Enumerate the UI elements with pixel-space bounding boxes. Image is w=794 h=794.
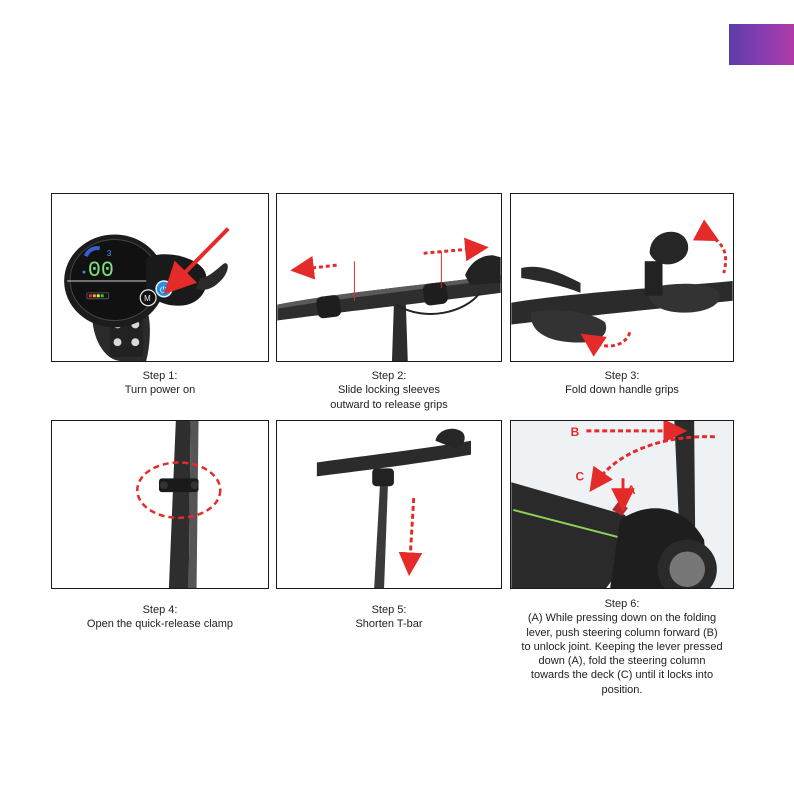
label-c: C: [576, 469, 585, 483]
step-title: Step 6:: [604, 598, 640, 610]
slide-arrow-right: [423, 237, 489, 262]
slide-arrow-left: [290, 255, 337, 280]
step-2-image: [276, 193, 502, 362]
deck-light-strip: [513, 508, 621, 539]
step-6-image: B C A: [510, 420, 734, 589]
step-title: Step 1:: [142, 370, 178, 382]
svg-text:⏻: ⏻: [160, 285, 167, 296]
section-color-tab: [729, 24, 794, 65]
step-instruction: to unlock joint. Keeping the lever press…: [521, 640, 723, 653]
step-title: Step 3:: [604, 370, 640, 382]
step-instruction: down (A), fold the steering column: [538, 655, 706, 668]
step-4-caption: Step 4: Open the quick-release clamp: [51, 603, 269, 632]
throttle-lever: [195, 263, 228, 290]
quick-release-clamp: [159, 478, 199, 493]
t-bar: [316, 440, 472, 477]
svg-text:●: ●: [82, 269, 86, 276]
steering-column: [168, 421, 191, 588]
step-2-caption: Step 2: Slide locking sleeves outward to…: [276, 369, 502, 412]
pointer-arrow: [163, 227, 230, 295]
fold-arrow-left: [580, 331, 632, 357]
step-instruction: (A) While pressing down on the folding: [527, 612, 717, 625]
mode-button: [139, 289, 157, 307]
step-instruction: Fold down handle grips: [565, 384, 679, 397]
step-6-caption: Step 6: (A) While pressing down on the f…: [496, 597, 748, 697]
shorten-arrow: [398, 497, 423, 577]
display-illustration: ● 00 3 M ⏻: [64, 227, 230, 361]
label-b: B: [571, 425, 580, 439]
stem: [391, 302, 408, 361]
step-instruction: towards the deck (C) until it locks into: [530, 669, 714, 682]
step-3-image: [510, 193, 734, 362]
step-5-image: [276, 420, 502, 589]
step-instruction: Shorten T-bar: [355, 618, 423, 631]
handlebar-sleeves-illustration: [277, 237, 501, 361]
deck: [511, 482, 640, 588]
step-5-caption: Step 5: Shorten T-bar: [276, 603, 502, 632]
clamp-illustration: [136, 421, 222, 588]
highlight-circle: [136, 461, 222, 520]
fold-column-illustration: B C A: [511, 421, 733, 588]
step-3-caption: Step 3: Fold down handle grips: [510, 369, 734, 398]
speed-readout: 00: [88, 258, 114, 283]
step-instruction: Slide locking sleeves: [337, 384, 441, 397]
shorten-tbar-illustration: [316, 428, 472, 588]
step-instruction: position.: [601, 683, 643, 696]
step-1-caption: Step 1: Turn power on: [51, 369, 269, 398]
step-title: Step 2:: [371, 370, 407, 382]
display: [649, 231, 689, 265]
steering-column: [374, 482, 389, 588]
step-instruction: Turn power on: [124, 384, 196, 397]
svg-text:M: M: [144, 294, 151, 303]
gear-indicator: 3: [107, 248, 112, 258]
step-instruction: lever, push steering column forward (B): [526, 626, 718, 639]
steering-column: [674, 421, 696, 532]
step-title: Step 4:: [142, 604, 178, 616]
brake-lever: [521, 266, 581, 293]
fold-arrow-right: [692, 219, 728, 274]
step-1-image: ● 00 3 M ⏻: [51, 193, 269, 362]
label-a: A: [627, 483, 636, 497]
right-grip: [648, 283, 720, 313]
fold-grips-illustration: [511, 219, 733, 357]
step-instruction: outward to release grips: [330, 398, 448, 411]
step-instruction: Open the quick-release clamp: [86, 618, 234, 631]
step-title: Step 5:: [371, 604, 407, 616]
step-4-image: [51, 420, 269, 589]
